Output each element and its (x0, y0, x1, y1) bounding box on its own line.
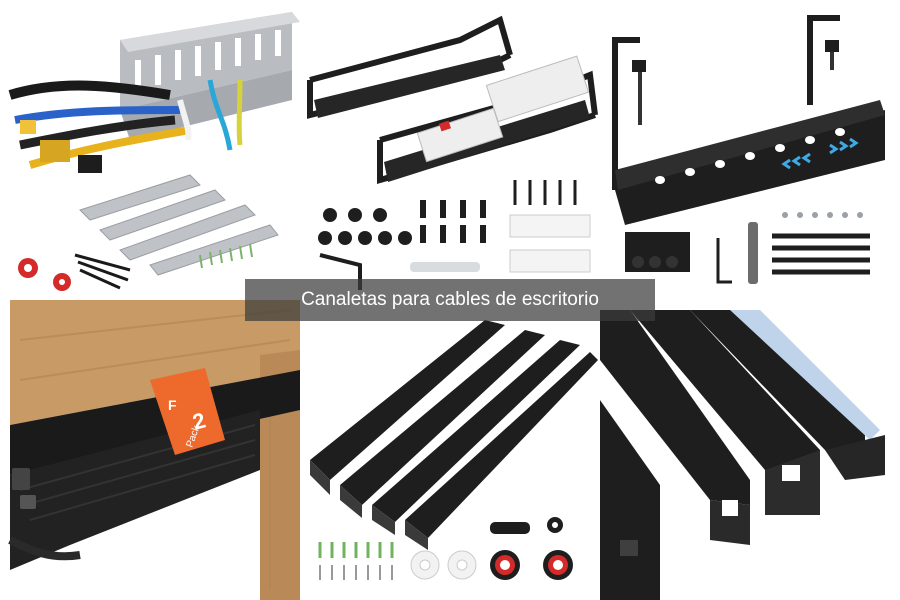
tile-desk-edge-raceway: F 2 Pack (0, 300, 300, 600)
clamp-cable-tray-image (600, 0, 900, 300)
tile-black-cable-trays (300, 0, 600, 300)
tile-raceway-channels-kit (300, 300, 600, 600)
tile-square-raceway-covers (600, 300, 900, 600)
raceway-channels-kit-image (300, 300, 600, 600)
pack-label: F 2 Pack (150, 368, 225, 455)
grey-wire-duct-image (0, 0, 300, 300)
tile-clamp-cable-tray (600, 0, 900, 300)
desk-edge-raceway-image: F 2 Pack (0, 300, 300, 600)
pack-label-brand: F (168, 397, 177, 413)
tile-grey-wire-duct (0, 0, 300, 300)
square-raceway-covers-image (600, 300, 900, 600)
black-cable-trays-image (300, 0, 600, 300)
collage-caption: Canaletas para cables de escritorio (245, 279, 655, 321)
